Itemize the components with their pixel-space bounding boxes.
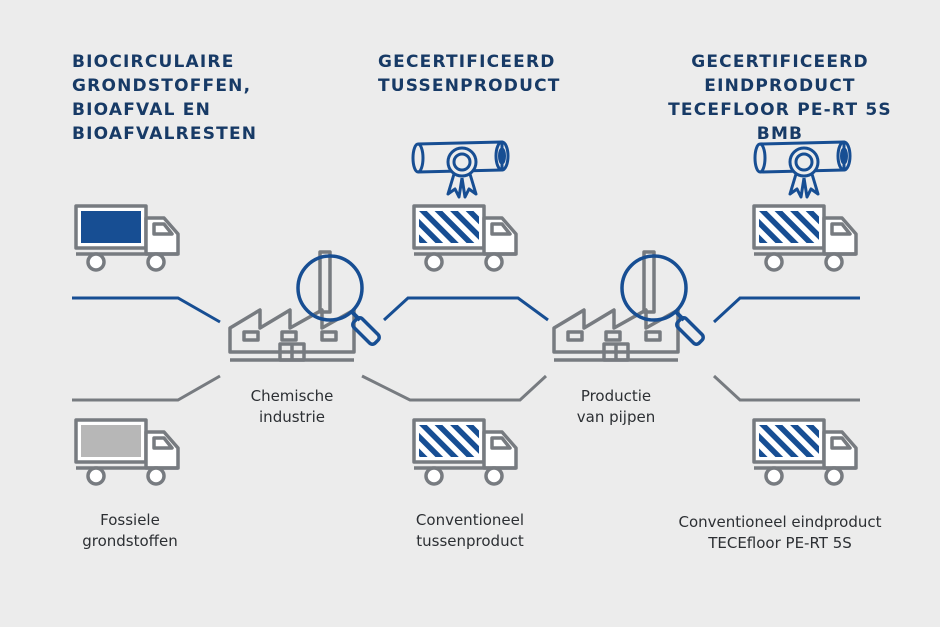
truck-icon <box>752 204 858 272</box>
header-certified-end-product: GECERTIFICEERD EINDPRODUCT TECEFLOOR PE-… <box>668 52 892 144</box>
header-biocircular-raw-materials: BIOCIRCULAIRE GRONDSTOFFEN, BIOAFVAL EN … <box>72 52 258 144</box>
label-pipe-production: Productie van pijpen <box>576 387 656 426</box>
certificate-icon <box>411 140 510 199</box>
magnifier-icon <box>620 254 707 348</box>
label-fossil-raw-materials: Fossiele grondstoffen <box>82 511 178 550</box>
line-pipes-to-certified-end <box>712 296 860 324</box>
line-chemical-to-conventional <box>361 374 548 402</box>
truck-icon <box>412 204 518 272</box>
truck-icon <box>412 418 518 486</box>
header-certified-intermediate: GECERTIFICEERD TUSSENPRODUCT <box>378 52 561 96</box>
certificate-icon <box>753 140 852 199</box>
line-pipes-to-conventional-end <box>712 374 860 402</box>
label-chemical-industry: Chemische industrie <box>250 387 334 426</box>
truck-icon <box>74 418 180 486</box>
label-conventional-end-product: Conventioneel eindproduct TECEfloor PE-R… <box>678 513 882 552</box>
line-chemical-to-certified <box>382 296 549 322</box>
line-bio-to-chemical <box>72 296 221 324</box>
line-fossil-to-chemical <box>72 374 221 402</box>
magnifier-icon <box>296 254 383 348</box>
factory-icon <box>552 250 680 362</box>
factory-icon <box>228 250 356 362</box>
truck-icon <box>752 418 858 486</box>
label-conventional-intermediate: Conventioneel tussenproduct <box>415 511 525 550</box>
truck-icon <box>74 204 180 272</box>
